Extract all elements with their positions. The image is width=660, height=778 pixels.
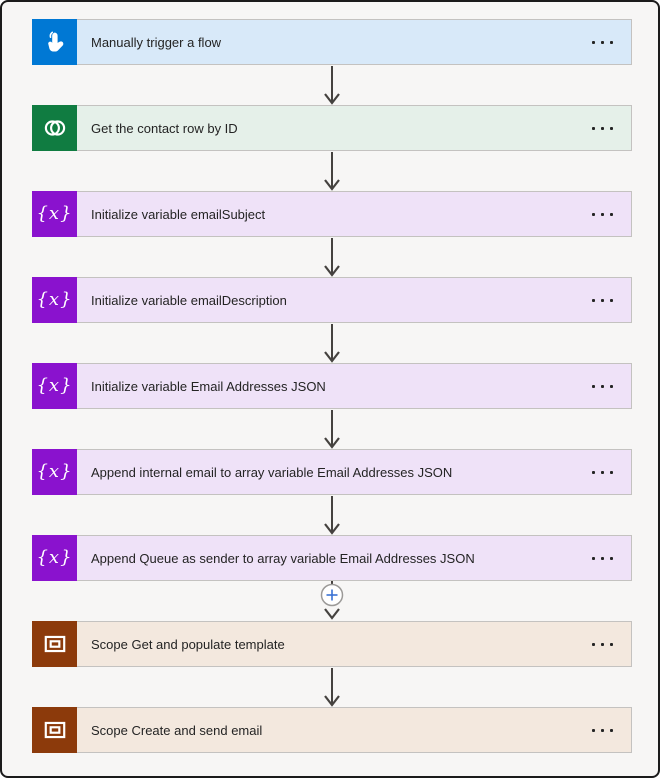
connector-arrow	[324, 66, 340, 106]
more-options-icon[interactable]	[590, 121, 615, 136]
flow-step-append-queue-sender[interactable]: {x} Append Queue as sender to array vari…	[32, 535, 632, 581]
step-title: Append Queue as sender to array variable…	[91, 550, 475, 566]
connector-arrow	[324, 496, 340, 536]
dataverse-icon	[32, 105, 77, 151]
step-title: Scope Create and send email	[91, 722, 263, 738]
more-options-icon[interactable]	[590, 551, 615, 566]
more-options-icon[interactable]	[590, 637, 615, 652]
step-title: Get the contact row by ID	[91, 120, 238, 136]
more-options-icon[interactable]	[590, 35, 615, 50]
flow-step-manual-trigger[interactable]: Manually trigger a flow	[32, 19, 632, 65]
flow-step-init-emailsubject[interactable]: {x} Initialize variable emailSubject	[32, 191, 632, 237]
more-options-icon[interactable]	[590, 723, 615, 738]
step-title: Initialize variable emailSubject	[91, 206, 266, 222]
connector-arrow	[324, 324, 340, 364]
step-title: Manually trigger a flow	[91, 34, 222, 50]
variable-icon: {x}	[32, 191, 77, 237]
connector-arrow	[324, 238, 340, 278]
connector-arrow	[324, 152, 340, 192]
flow-step-scope-create-send-email[interactable]: Scope Create and send email	[32, 707, 632, 753]
step-title: Append internal email to array variable …	[91, 464, 453, 480]
flow-step-scope-get-populate-template[interactable]: Scope Get and populate template	[32, 621, 632, 667]
variable-icon: {x}	[32, 363, 77, 409]
insert-step-plus-icon[interactable]	[320, 583, 344, 607]
connector-with-insert	[318, 581, 346, 621]
variable-icon: {x}	[32, 449, 77, 495]
variable-icon: {x}	[32, 277, 77, 323]
step-title: Initialize variable Email Addresses JSON	[91, 378, 326, 394]
connector-arrow	[324, 410, 340, 450]
manual-trigger-icon	[32, 19, 77, 65]
flow-step-init-email-addresses-json[interactable]: {x} Initialize variable Email Addresses …	[32, 363, 632, 409]
scope-icon	[32, 707, 77, 753]
flow-step-get-contact-row[interactable]: Get the contact row by ID	[32, 105, 632, 151]
more-options-icon[interactable]	[590, 379, 615, 394]
more-options-icon[interactable]	[590, 465, 615, 480]
more-options-icon[interactable]	[590, 207, 615, 222]
flow-step-append-internal-email[interactable]: {x} Append internal email to array varia…	[32, 449, 632, 495]
scope-icon	[32, 621, 77, 667]
flow-step-init-emaildescription[interactable]: {x} Initialize variable emailDescription	[32, 277, 632, 323]
connector-arrow	[324, 668, 340, 708]
variable-icon: {x}	[32, 535, 77, 581]
step-title: Initialize variable emailDescription	[91, 292, 287, 308]
step-title: Scope Get and populate template	[91, 636, 285, 652]
more-options-icon[interactable]	[590, 293, 615, 308]
